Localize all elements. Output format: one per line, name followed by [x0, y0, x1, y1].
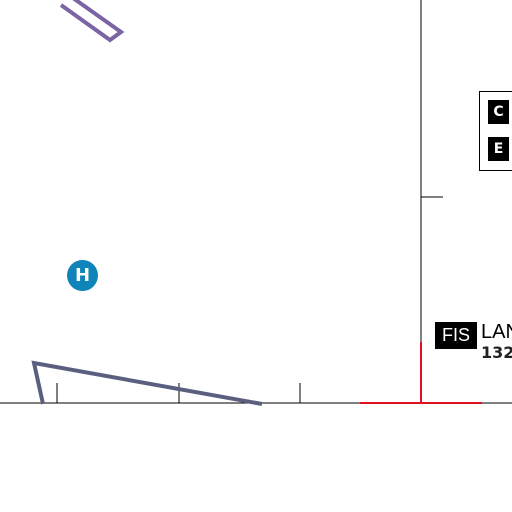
airspace-boundary: [31, 360, 263, 406]
legend-key-c: C: [488, 100, 509, 124]
fis-station-name: LAN: [481, 321, 512, 343]
fis-label: FIS: [435, 322, 477, 349]
heliport-letter: H: [74, 265, 91, 286]
restricted-area-edge: [59, 0, 125, 43]
heliport-icon[interactable]: H: [67, 260, 98, 291]
fis-frequency: 132: [481, 343, 512, 362]
legend-key-e: E: [488, 137, 509, 161]
airspace-class-legend: C E: [479, 91, 512, 171]
